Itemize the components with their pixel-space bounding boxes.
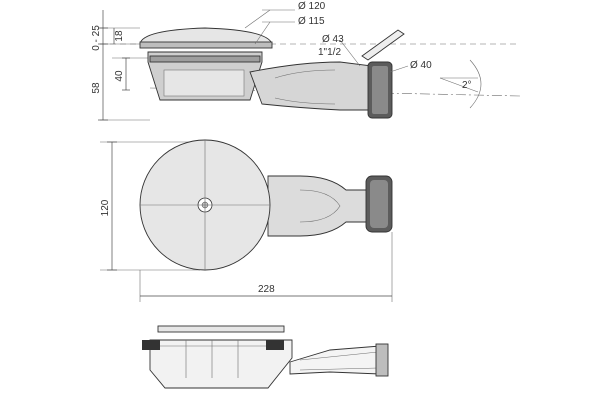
label-d115: Ø 115 bbox=[298, 16, 325, 27]
outlet-body-plan bbox=[267, 175, 373, 237]
section-outlet-nut bbox=[375, 343, 389, 377]
tool-icon bbox=[361, 29, 405, 61]
label-thread: 1"1/2 bbox=[318, 47, 341, 58]
elevation-view: 0 - 25 18 40 58 Ø 120 Ø 115 Ø 43 1"1/2 Ø… bbox=[91, 1, 521, 121]
label-0-25: 0 - 25 bbox=[91, 25, 102, 51]
label-d40: Ø 40 bbox=[410, 60, 432, 71]
grate-ring bbox=[139, 41, 273, 49]
label-18: 18 bbox=[114, 30, 125, 42]
label-120: 120 bbox=[100, 199, 111, 216]
section-grate bbox=[157, 325, 285, 333]
section-view bbox=[142, 325, 389, 389]
label-40: 40 bbox=[114, 70, 125, 82]
label-d43: Ø 43 bbox=[322, 34, 344, 45]
grate-cap bbox=[139, 27, 273, 45]
label-d120: Ø 120 bbox=[298, 1, 326, 12]
label-slope: 2° bbox=[462, 80, 472, 91]
section-trap-body bbox=[149, 339, 293, 389]
slope-arc bbox=[469, 59, 482, 109]
label-58: 58 bbox=[91, 82, 102, 94]
label-228: 228 bbox=[258, 284, 275, 295]
plan-view: 120 228 bbox=[100, 139, 393, 302]
outlet-pipe bbox=[249, 61, 373, 111]
